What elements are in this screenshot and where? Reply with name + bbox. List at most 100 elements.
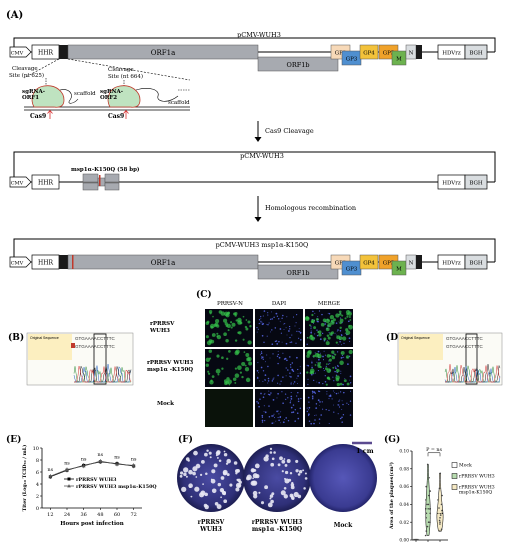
plaque xyxy=(279,456,283,461)
dapi-nucleus xyxy=(297,368,299,371)
plaque xyxy=(195,476,198,478)
zoom-line-left xyxy=(23,58,60,79)
plaque xyxy=(206,449,209,452)
plaque xyxy=(204,492,208,497)
prrsv-n-signal xyxy=(242,338,245,341)
dapi-nucleus xyxy=(342,403,344,406)
orf1a-box-3 xyxy=(67,254,259,270)
plaque xyxy=(190,495,193,498)
plaque xyxy=(204,504,209,510)
prrsv-n-signal xyxy=(331,350,335,354)
plaque xyxy=(192,466,198,472)
data-point xyxy=(65,467,69,471)
plaque xyxy=(202,483,204,485)
dapi-nucleus xyxy=(307,378,309,380)
y-tick-label: 0.10 xyxy=(399,450,409,455)
dapi-nucleus xyxy=(297,373,299,374)
cleavage-site-1-line1: Cleavage xyxy=(12,66,38,72)
dapi-nucleus xyxy=(299,407,302,410)
legend-label: msp1α-K150Q xyxy=(459,490,492,496)
zoom-line-right xyxy=(67,58,191,81)
gp3-label-3: GP3 xyxy=(346,267,358,273)
dapi-nucleus xyxy=(281,391,283,393)
dapi-nucleus xyxy=(294,420,296,422)
gp2-label: GP2 xyxy=(335,51,347,57)
violin-point xyxy=(428,476,430,479)
prrsv-n-signal xyxy=(320,322,325,327)
dapi-nucleus xyxy=(311,365,313,367)
dapi-nucleus xyxy=(281,317,283,319)
prrsv-n-signal xyxy=(332,318,336,322)
dapi-nucleus xyxy=(339,341,341,343)
dapi-nucleus xyxy=(268,390,270,392)
violin-point xyxy=(426,525,429,528)
step-arrow-1-head xyxy=(254,137,262,142)
dapi-nucleus xyxy=(264,361,266,363)
plaque xyxy=(216,504,222,510)
dapi-nucleus xyxy=(350,311,352,312)
legend-swatch xyxy=(451,462,458,468)
dapi-nucleus xyxy=(271,380,274,382)
plaque xyxy=(220,496,222,499)
dapi-nucleus xyxy=(275,312,278,315)
dapi-nucleus xyxy=(318,381,321,384)
dapi-nucleus xyxy=(284,419,285,420)
plaque xyxy=(237,478,241,483)
dapi-nucleus xyxy=(328,313,331,315)
dapi-nucleus xyxy=(308,420,311,422)
dapi-nucleus xyxy=(273,413,275,415)
violin-point xyxy=(425,485,428,488)
dapi-nucleus xyxy=(258,405,260,408)
dapi-nucleus xyxy=(292,404,295,406)
dapi-nucleus xyxy=(289,336,291,339)
dapi-nucleus xyxy=(328,363,330,365)
dapi-nucleus xyxy=(268,393,271,396)
plaque xyxy=(211,488,217,494)
dapi-nucleus xyxy=(324,375,326,377)
violin-point xyxy=(439,523,441,525)
dapi-nucleus xyxy=(341,344,343,346)
utr-block xyxy=(416,45,422,59)
dapi-nucleus xyxy=(285,342,288,345)
dapi-nucleus xyxy=(319,338,322,341)
dapi-nucleus xyxy=(269,318,272,320)
dapi-nucleus xyxy=(278,419,280,422)
dapi-nucleus xyxy=(300,397,302,400)
prrsv-n-signal xyxy=(306,316,310,320)
bgh-box xyxy=(464,44,488,60)
plaque xyxy=(264,485,269,490)
dapi-nucleus xyxy=(264,411,267,414)
plaque xyxy=(210,478,213,481)
prrsv-n-signal xyxy=(326,368,332,373)
plaque xyxy=(226,473,230,477)
prrsv-n-signal xyxy=(310,370,314,375)
data-point xyxy=(115,462,119,466)
prrsv-n-signal xyxy=(228,383,231,386)
chromatogram-d-highlight xyxy=(465,333,478,385)
prrsv-n-signal xyxy=(339,382,343,386)
dapi-nucleus xyxy=(322,359,325,361)
plaque xyxy=(293,491,299,498)
series-line-0 xyxy=(50,461,134,478)
dapi-nucleus xyxy=(290,381,292,383)
violin-point xyxy=(425,499,427,501)
dapi-nucleus xyxy=(282,421,285,424)
dapi-nucleus xyxy=(277,318,280,320)
insert-left xyxy=(82,173,99,183)
dapi-nucleus xyxy=(270,331,272,333)
dapi-nucleus xyxy=(294,325,296,327)
plaque xyxy=(225,462,229,465)
significance-label: ns xyxy=(64,462,70,467)
dapi-nucleus xyxy=(320,352,322,354)
dapi-nucleus xyxy=(286,316,288,318)
dapi-nucleus xyxy=(313,379,315,382)
dapi-nucleus xyxy=(276,343,279,345)
prrsv-n-signal xyxy=(335,377,340,382)
dapi-nucleus xyxy=(272,415,274,417)
dapi-nucleus xyxy=(290,406,293,409)
prrsv-n-signal xyxy=(224,381,228,386)
plaque xyxy=(277,463,281,467)
prrsv-n-signal xyxy=(223,332,227,337)
data-point xyxy=(131,463,136,467)
plaque xyxy=(252,473,258,479)
